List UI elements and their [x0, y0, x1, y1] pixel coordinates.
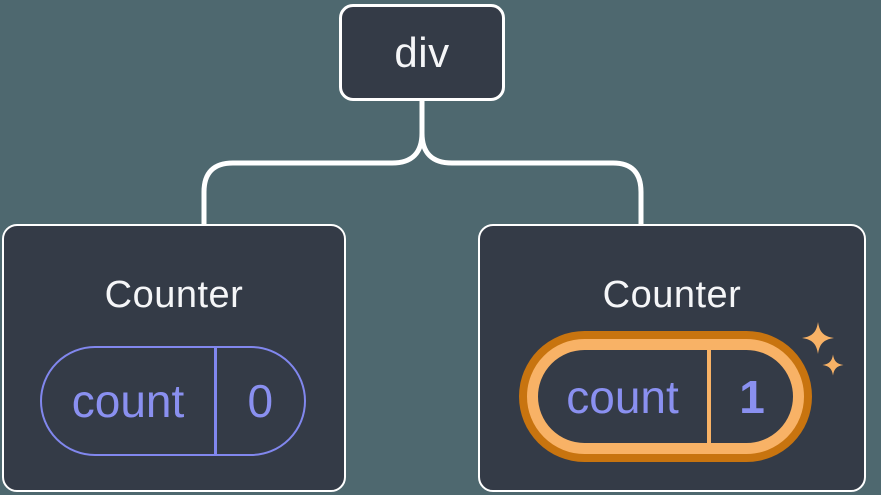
- state-pill: count 1: [527, 339, 804, 454]
- sparkle-small: [822, 354, 844, 376]
- component-card-counter-0: Counter count 0: [2, 224, 346, 492]
- component-title: Counter: [104, 274, 244, 316]
- pill-divider: [707, 350, 711, 443]
- sparkles-icon: [802, 322, 844, 376]
- root-node: div: [339, 4, 505, 101]
- connector-branch-left: [201, 98, 425, 227]
- pill-divider: [214, 348, 217, 454]
- state-key-label: count: [71, 375, 185, 427]
- state-key-section: count: [42, 348, 214, 454]
- component-card-counter-1: Counter count 1: [478, 224, 866, 492]
- state-pill-highlight-ring: count 1: [519, 331, 812, 462]
- root-node-label: div: [394, 28, 450, 76]
- state-pill: count 0: [40, 346, 306, 456]
- connector-branch-right: [419, 130, 644, 227]
- component-title: Counter: [602, 274, 742, 316]
- state-value: 0: [247, 375, 274, 427]
- state-key-label: count: [566, 370, 679, 423]
- state-value-section: 1: [711, 350, 793, 443]
- state-key-section: count: [538, 350, 707, 443]
- sparkle-large: [802, 322, 834, 354]
- state-value: 1: [739, 370, 765, 423]
- state-value-section: 0: [217, 348, 305, 454]
